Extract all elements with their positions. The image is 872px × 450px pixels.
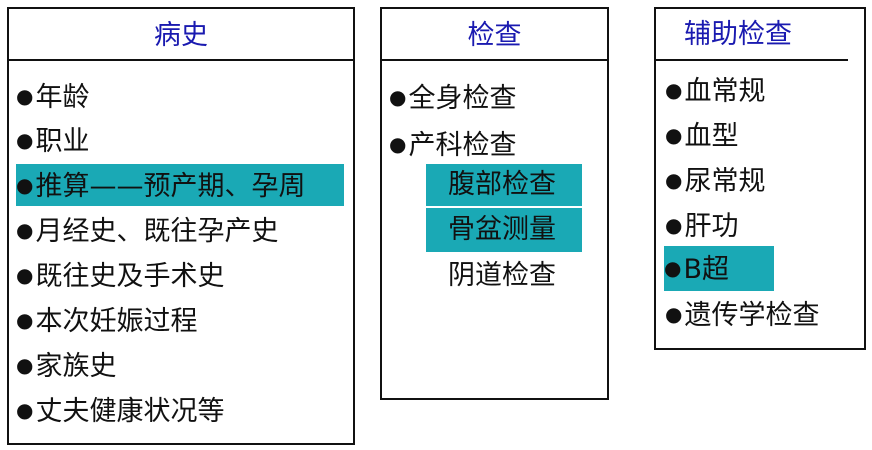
list-item: ●职业 bbox=[16, 126, 90, 157]
list-item-highlighted: ●推算——预产期、孕周 bbox=[16, 164, 344, 206]
panel-title: 辅助检查 bbox=[684, 19, 792, 50]
list-item: ●年龄 bbox=[16, 82, 90, 113]
list-item: ●尿常规 bbox=[665, 166, 766, 197]
list-item: 阴道检查 bbox=[448, 260, 556, 291]
list-item: ●本次妊娠过程 bbox=[16, 306, 198, 337]
panel-auxiliary-examination: 辅助检查 bbox=[654, 7, 866, 350]
list-item-highlighted: ●B超 bbox=[664, 246, 774, 291]
list-item: ●遗传学检查 bbox=[665, 300, 820, 331]
list-item-highlighted: 骨盆测量 bbox=[426, 208, 582, 252]
divider bbox=[380, 59, 609, 61]
list-item-highlighted: 腹部检查 bbox=[426, 164, 582, 206]
list-item: ●丈夫健康状况等 bbox=[16, 396, 225, 427]
panel-medical-history: 病史 bbox=[7, 7, 355, 445]
list-item: ●家族史 bbox=[16, 351, 117, 382]
list-item: ●既往史及手术史 bbox=[16, 261, 225, 292]
divider bbox=[654, 59, 848, 61]
list-item: ●月经史、既往孕产史 bbox=[16, 216, 279, 247]
list-item: ●全身检查 bbox=[389, 83, 517, 114]
list-item: ●血常规 bbox=[665, 76, 766, 107]
panel-title: 病史 bbox=[154, 20, 208, 51]
list-item: ●血型 bbox=[665, 121, 739, 152]
list-item: ●肝功 bbox=[665, 211, 739, 242]
divider bbox=[7, 59, 355, 61]
list-item: ●产科检查 bbox=[389, 130, 517, 161]
panel-title: 检查 bbox=[467, 20, 522, 51]
